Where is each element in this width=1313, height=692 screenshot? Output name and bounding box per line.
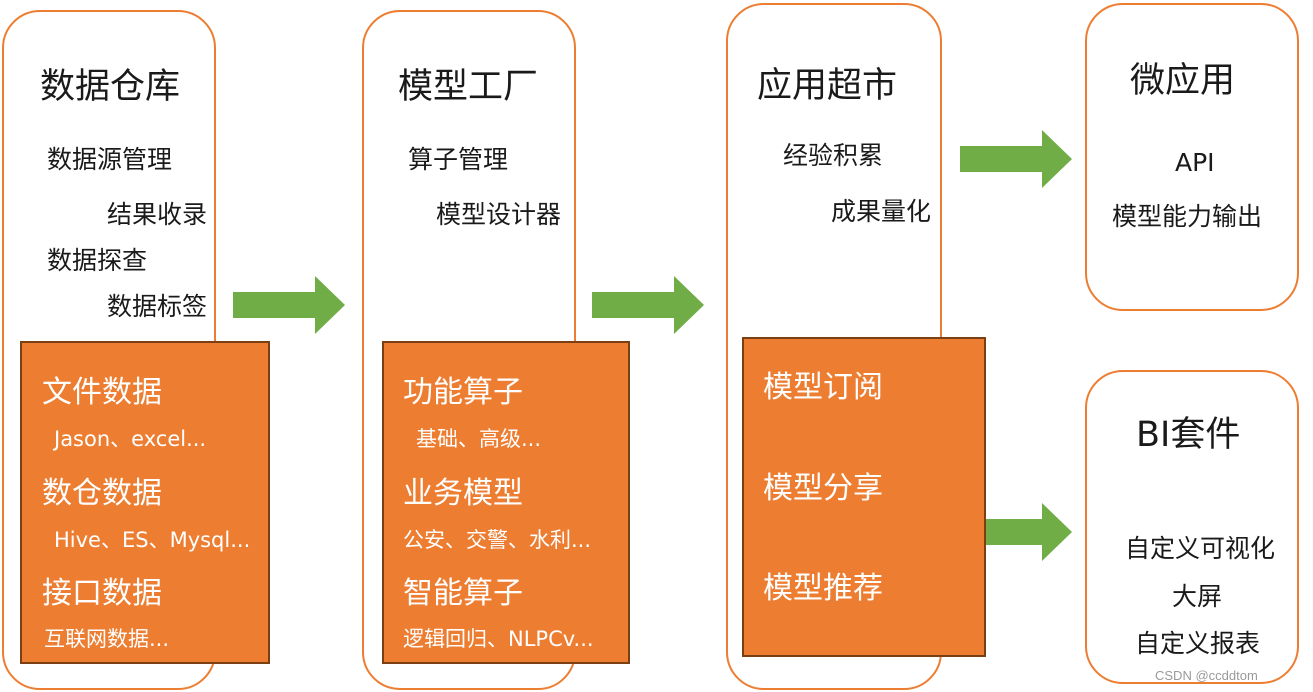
model-sharing-panel xyxy=(742,337,986,657)
model-factory-title: 模型工厂 xyxy=(398,67,539,107)
warehouse-data-examples: Hive、ES、Mysql... xyxy=(54,528,251,552)
watermark: CSDN @ccddtom xyxy=(1155,668,1258,683)
operator-management: 算子管理 xyxy=(408,145,509,174)
custom-visualization: 自定义可视化 xyxy=(1125,534,1276,563)
bi-suite-box xyxy=(1085,370,1299,684)
bi-suite-title: BI套件 xyxy=(1136,415,1241,455)
custom-report: 自定义报表 xyxy=(1135,629,1261,658)
intelligent-operators-examples: 逻辑回归、NLPCv... xyxy=(403,627,594,651)
data-exploration: 数据探查 xyxy=(47,246,148,275)
business-models-heading: 业务模型 xyxy=(403,476,523,511)
result-quantification: 成果量化 xyxy=(831,197,932,226)
experience-accumulation: 经验积累 xyxy=(783,141,884,170)
data-sources-panel xyxy=(20,341,270,664)
data-source-management: 数据源管理 xyxy=(47,145,173,174)
micro-app-box xyxy=(1085,3,1299,311)
arrow-1-icon xyxy=(233,276,345,334)
app-market-title: 应用超市 xyxy=(757,66,898,106)
business-models-examples: 公安、交警、水利... xyxy=(403,528,592,552)
model-designer: 模型设计器 xyxy=(436,200,562,229)
model-subscription: 模型订阅 xyxy=(763,370,883,405)
model-sharing: 模型分享 xyxy=(763,471,883,506)
data-warehouse-title: 数据仓库 xyxy=(40,67,181,107)
file-data-heading: 文件数据 xyxy=(42,375,162,410)
api-data-examples: 互联网数据... xyxy=(44,627,170,651)
model-capability-output: 模型能力输出 xyxy=(1112,202,1263,231)
arrow-3-icon xyxy=(960,130,1072,188)
micro-app-title: 微应用 xyxy=(1130,61,1236,101)
result-collection: 结果收录 xyxy=(107,200,208,229)
model-recommendation: 模型推荐 xyxy=(763,571,883,606)
big-screen: 大屏 xyxy=(1172,582,1223,611)
intelligent-operators-heading: 智能算子 xyxy=(403,576,523,611)
file-data-examples: Jason、excel... xyxy=(54,427,207,451)
arrow-2-icon xyxy=(592,276,704,334)
api-label: API xyxy=(1175,148,1215,177)
functional-operators-examples: 基础、高级... xyxy=(416,427,542,451)
warehouse-data-heading: 数仓数据 xyxy=(42,476,162,511)
functional-operators-heading: 功能算子 xyxy=(403,375,523,410)
api-data-heading: 接口数据 xyxy=(42,576,162,611)
model-types-panel xyxy=(382,341,630,664)
data-tagging: 数据标签 xyxy=(107,292,208,321)
arrow-4-icon xyxy=(986,503,1072,561)
